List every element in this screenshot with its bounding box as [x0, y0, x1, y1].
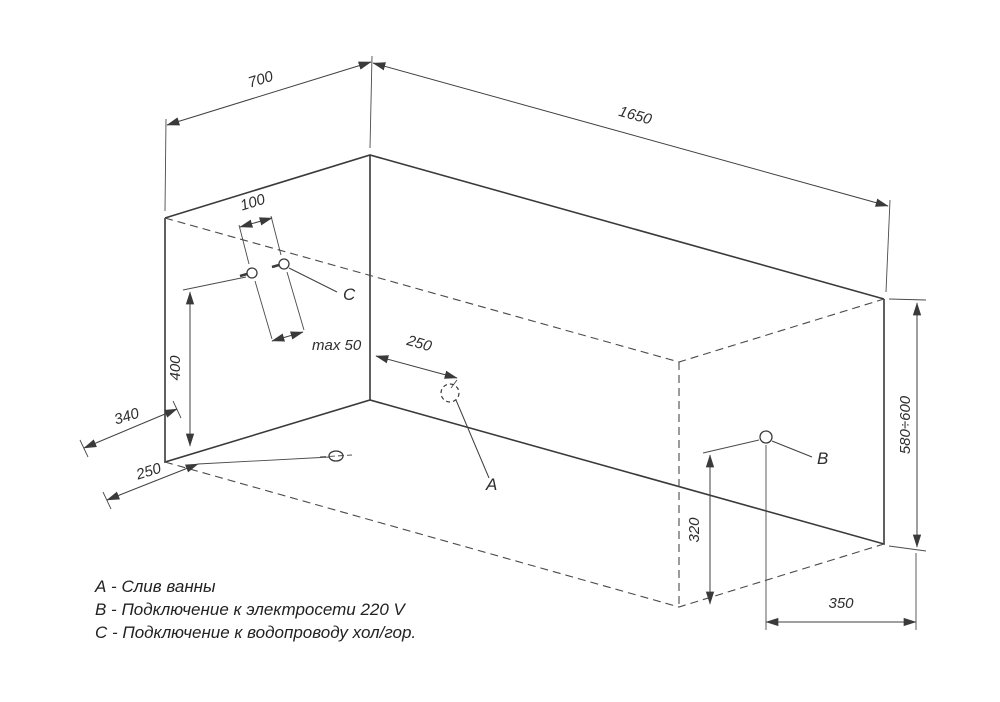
dim-label-max50: max 50 — [312, 337, 362, 354]
dim-label-250-front: 250 — [404, 332, 434, 356]
dim-label-350: 350 — [828, 595, 854, 612]
faucet-holes: C — [239, 258, 356, 304]
faucet-hole-right — [278, 258, 290, 270]
dim-drain-front-edge: 250 — [102, 456, 331, 510]
dim-socket-height: 320 — [686, 439, 760, 605]
leader-a — [455, 399, 490, 479]
tub-hidden-edges — [164, 217, 885, 608]
dim-label-1650: 1650 — [617, 103, 654, 129]
point-label-b: B — [817, 449, 828, 468]
legend-line-power: В - Подключение к электросети 220 V — [95, 600, 407, 619]
point-label-a: A — [485, 475, 497, 494]
drain-floor-marker — [319, 450, 353, 462]
dim-faucet-height: 400 — [167, 276, 247, 447]
dim-socket-offset: 350 — [765, 445, 917, 630]
legend: А - Слив ванны В - Подключение к электро… — [94, 577, 416, 642]
leader-b — [771, 440, 813, 458]
legend-line-water: С - Подключение к водопроводу хол/гор. — [95, 623, 416, 642]
leader-c — [288, 267, 338, 293]
legend-line-drain: А - Слив ванны — [94, 577, 216, 596]
dim-label-700: 700 — [246, 68, 276, 92]
dim-faucet-max-offset: max 50 — [254, 271, 362, 354]
socket-hole — [759, 430, 773, 444]
faucet-hole-left — [246, 267, 258, 279]
dim-tub-height: 580÷600 — [888, 298, 927, 552]
dim-label-250-side: 250 — [133, 460, 163, 484]
dim-faucet-spacing: 100 — [238, 191, 282, 265]
point-label-c: C — [343, 285, 356, 304]
dim-tub-width: 700 — [164, 55, 373, 212]
dim-label-340: 340 — [112, 405, 142, 429]
power-point: B — [759, 430, 828, 468]
dim-label-580-600: 580÷600 — [897, 395, 914, 454]
dim-drain-side: 340 — [79, 400, 182, 458]
dim-drain-front: 250 — [375, 332, 458, 389]
dim-label-400: 400 — [167, 355, 184, 381]
tub-visible-edges — [164, 154, 885, 546]
drain-hole — [440, 383, 460, 403]
dim-label-320: 320 — [686, 517, 703, 543]
dim-label-100: 100 — [238, 191, 268, 215]
drain-point: A — [440, 383, 497, 494]
